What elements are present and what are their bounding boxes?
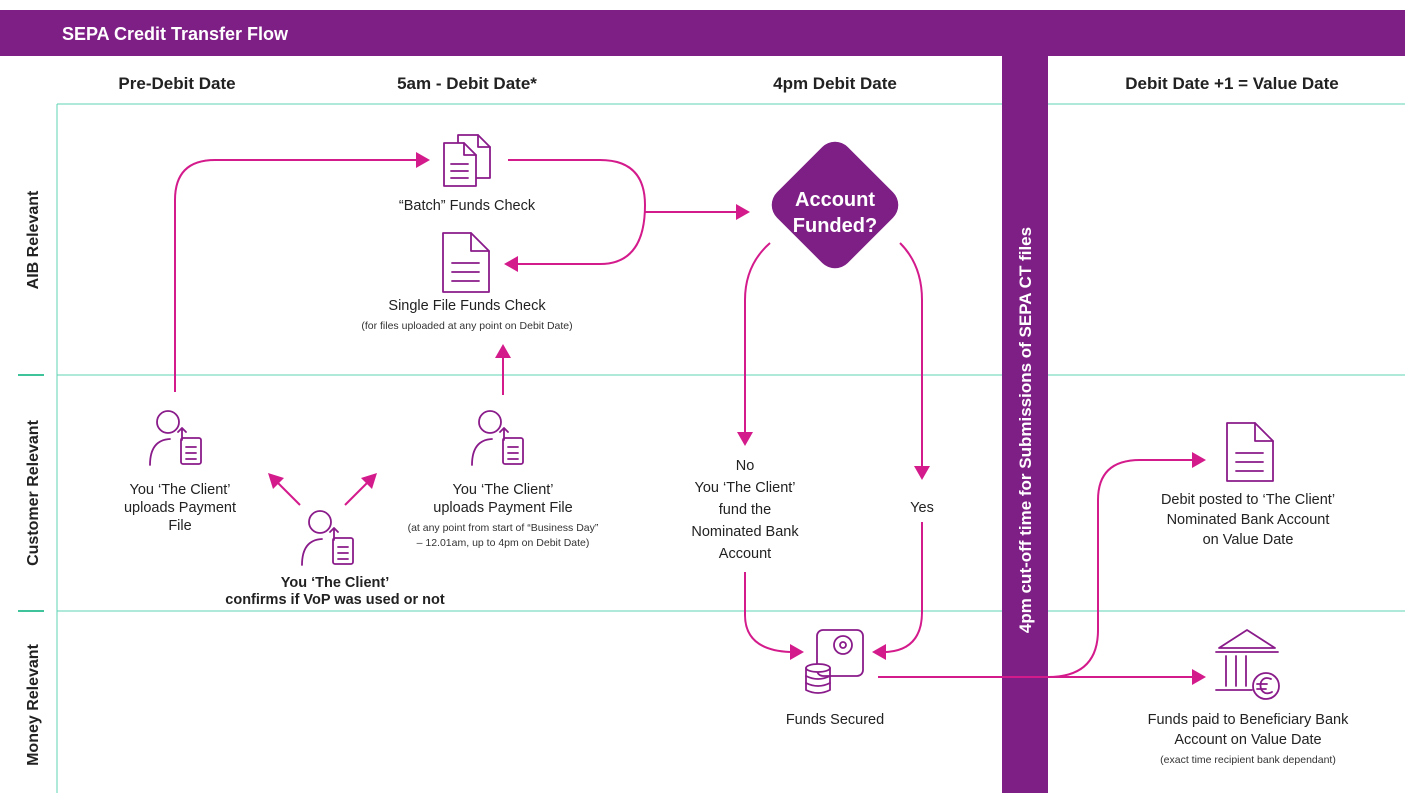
- decision-line1: Account: [795, 189, 875, 211]
- client-upload-2-note1: (at any point from start of “Business Da…: [408, 522, 599, 534]
- no-branch-line2: fund the: [719, 502, 771, 518]
- arrow-to-debit-posted: [1192, 452, 1206, 468]
- column-header-5am-debit: 5am - Debit Date*: [397, 74, 537, 93]
- flow-batch-to-single: [508, 159, 647, 265]
- single-check-note: (for files uploaded at any point on Debi…: [361, 320, 572, 332]
- lane-label-aib: AIB Relevant: [25, 190, 42, 289]
- no-label: No: [736, 458, 755, 474]
- arrow-to-decision: [736, 204, 750, 220]
- debit-posted-line1: Debit posted to ‘The Client’: [1161, 492, 1335, 508]
- client-upload-2-line1: You ‘The Client’: [452, 482, 553, 498]
- user-upload-icon: [471, 410, 524, 466]
- title-bar: [0, 10, 1405, 56]
- client-vop-line2: confirms if VoP was used or not: [225, 592, 445, 608]
- flow-vop-left: [276, 481, 301, 506]
- arrow-up-single: [495, 344, 511, 358]
- flow-upload-to-batch: [174, 159, 416, 392]
- batch-check-label: “Batch” Funds Check: [399, 198, 536, 214]
- flow-no-to-secured: [744, 572, 791, 653]
- flow-to-debit-posted: [1047, 459, 1192, 678]
- flow-no-branch: [744, 242, 771, 432]
- client-upload-2-line2: uploads Payment File: [433, 500, 572, 516]
- cutoff-bar: [1002, 56, 1048, 793]
- arrow-to-secured-left: [790, 644, 804, 660]
- funds-secured-label: Funds Secured: [786, 712, 884, 728]
- flow-yes-branch: [899, 242, 923, 466]
- arrow-vop-left: [268, 473, 284, 489]
- diagram-title: SEPA Credit Transfer Flow: [62, 24, 289, 44]
- column-header-pre-debit: Pre-Debit Date: [118, 74, 235, 93]
- client-upload-1-line2: uploads Payment: [124, 500, 236, 516]
- debit-posted-line2: Nominated Bank Account: [1167, 512, 1330, 528]
- no-branch-line4: Account: [719, 546, 771, 562]
- arrow-vop-right: [361, 473, 377, 489]
- arrow-yes: [914, 466, 930, 480]
- no-branch-line3: Nominated Bank: [691, 524, 799, 540]
- document-icon: [1226, 422, 1274, 482]
- no-branch-line1: You ‘The Client’: [694, 480, 795, 496]
- client-vop-line1: You ‘The Client’: [281, 575, 389, 591]
- decision-line2: Funded?: [793, 215, 877, 237]
- arrow-to-single: [504, 256, 518, 272]
- client-upload-1-line1: You ‘The Client’: [129, 482, 230, 498]
- funds-paid-line2: Account on Value Date: [1174, 732, 1321, 748]
- safe-icon: [805, 629, 864, 694]
- funds-paid-line1: Funds paid to Beneficiary Bank: [1148, 712, 1349, 728]
- documents-icon: [443, 134, 491, 187]
- cutoff-label: 4pm cut-off time for Submissions of SEPA…: [1016, 227, 1035, 633]
- arrow-no: [737, 432, 753, 446]
- arrow-to-batch: [416, 152, 430, 168]
- client-upload-2-note2: – 12.01am, up to 4pm on Debit Date): [417, 537, 590, 549]
- bank-euro-icon: [1215, 629, 1280, 700]
- arrow-to-secured-right: [872, 644, 886, 660]
- flow-yes-to-secured: [885, 522, 923, 653]
- arrow-to-funds-paid: [1192, 669, 1206, 685]
- client-upload-1-line3: File: [168, 518, 191, 534]
- funds-paid-note: (exact time recipient bank dependant): [1160, 754, 1336, 766]
- single-check-label: Single File Funds Check: [388, 298, 546, 314]
- user-upload-icon: [301, 510, 354, 566]
- decision-diamond: [771, 141, 899, 269]
- yes-label: Yes: [910, 500, 934, 516]
- lane-label-customer: Customer Relevant: [25, 419, 42, 565]
- flow-vop-right: [344, 481, 369, 506]
- column-header-4pm-debit: 4pm Debit Date: [773, 74, 897, 93]
- document-icon: [442, 232, 490, 293]
- column-header-value-date: Debit Date +1 = Value Date: [1125, 74, 1339, 93]
- user-upload-icon: [149, 410, 202, 466]
- lane-label-money: Money Relevant: [25, 643, 42, 765]
- debit-posted-line3: on Value Date: [1203, 532, 1294, 548]
